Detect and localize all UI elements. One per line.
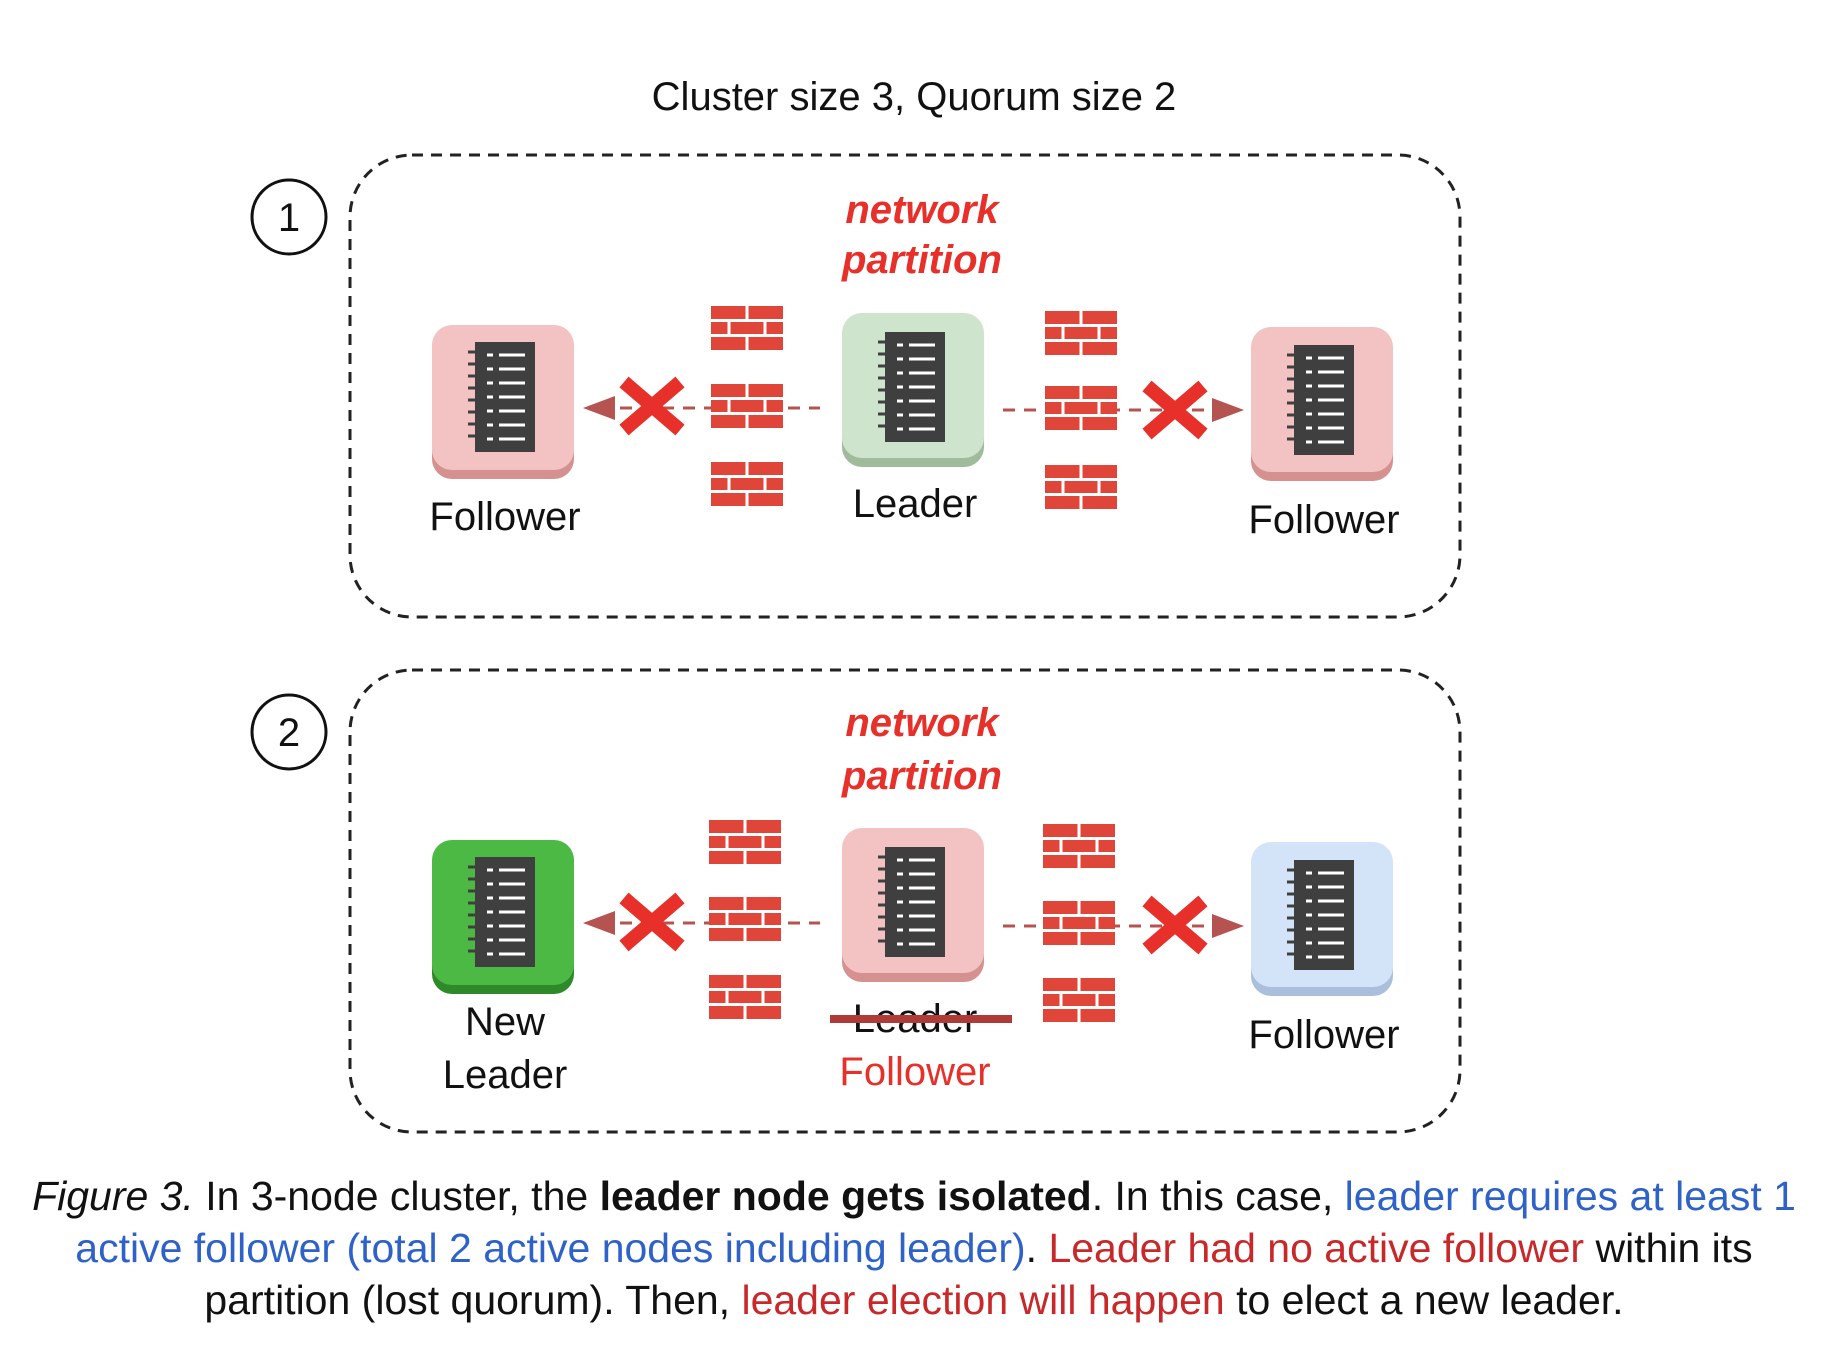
panel-2: 2 network partition New Leader xyxy=(250,668,1462,1134)
brick-wall-icon xyxy=(1043,463,1119,511)
server-icon xyxy=(876,330,947,444)
node-label-new-role: Follower xyxy=(839,1050,990,1094)
server-icon xyxy=(466,855,537,969)
arrowhead-right xyxy=(1212,914,1244,938)
blocked-x-icon xyxy=(624,382,680,430)
node-follower-right xyxy=(1251,842,1393,996)
node-follower-right xyxy=(1251,327,1393,481)
connection-left xyxy=(583,911,820,935)
brick-wall-icon xyxy=(1043,384,1119,432)
step-2-circle xyxy=(250,693,328,771)
partition-label-line-2: partition xyxy=(841,754,1002,798)
partition-label-line-1: network xyxy=(845,701,1000,745)
caption-no-follower: Leader had no active follower xyxy=(1048,1225,1585,1271)
caption-text: In 3-node cluster, the xyxy=(193,1173,600,1219)
firewall-right xyxy=(1043,309,1119,511)
node-label-new-leader-line-2: Leader xyxy=(443,1053,568,1097)
node-new-leader xyxy=(432,840,574,994)
brick-wall-icon xyxy=(1041,976,1117,1024)
connection-right xyxy=(1003,914,1244,938)
partition-label-line-2: partition xyxy=(841,238,1002,282)
server-icon xyxy=(466,340,537,454)
caption-text: within its partition (lost quorum). Then… xyxy=(204,1225,1753,1323)
node-label-leader: Leader xyxy=(853,482,978,526)
step-2-number: 2 xyxy=(278,711,300,755)
brick-wall-icon xyxy=(707,973,783,1021)
brick-wall-icon xyxy=(1041,822,1117,870)
brick-wall-icon xyxy=(709,382,785,430)
firewall-left xyxy=(709,304,785,508)
brick-wall-icon xyxy=(709,304,785,352)
partition-label-line-1: network xyxy=(845,188,1000,232)
brick-wall-icon xyxy=(707,895,783,943)
brick-wall-icon xyxy=(1043,309,1119,357)
arrowhead-left xyxy=(583,396,615,420)
caption-quorum-rule: leader requires at least 1 active follow… xyxy=(75,1173,1796,1271)
brick-wall-icon xyxy=(709,460,785,508)
node-label-follower-right: Follower xyxy=(1248,1013,1399,1057)
node-label-new-leader-line-1: New xyxy=(465,1000,545,1044)
firewall-right xyxy=(1041,822,1117,1024)
diagram-title: Cluster size 3, Quorum size 2 xyxy=(652,75,1177,119)
server-icon xyxy=(876,845,947,959)
server-icon xyxy=(1285,858,1356,972)
node-label-follower-left: Follower xyxy=(429,495,580,539)
connection-right xyxy=(1003,398,1244,422)
server-icon xyxy=(1285,343,1356,457)
step-1-circle xyxy=(250,178,328,256)
brick-wall-icon xyxy=(707,818,783,866)
caption-election: leader election will happen xyxy=(741,1277,1225,1323)
node-follower-left xyxy=(432,325,574,479)
connection-left xyxy=(583,396,820,420)
caption-emphasis: leader node gets isolated xyxy=(599,1173,1092,1219)
node-demoted-leader xyxy=(842,828,984,982)
node-leader xyxy=(842,313,984,467)
caption-figure-number: Figure 3. xyxy=(32,1173,194,1219)
caption-text: to elect a new leader. xyxy=(1224,1277,1624,1323)
figure-caption: Figure 3. In 3-node cluster, the leader … xyxy=(20,1170,1808,1326)
firewall-left xyxy=(707,818,783,1021)
arrowhead-left xyxy=(583,911,615,935)
arrowhead-right xyxy=(1212,398,1244,422)
caption-text: . xyxy=(1025,1225,1049,1271)
step-1-number: 1 xyxy=(278,196,300,240)
caption-text: . In this case, xyxy=(1091,1173,1345,1219)
panel-1: 1 network partition xyxy=(250,153,1462,619)
node-label-follower-right: Follower xyxy=(1248,498,1399,542)
brick-wall-icon xyxy=(1041,899,1117,947)
